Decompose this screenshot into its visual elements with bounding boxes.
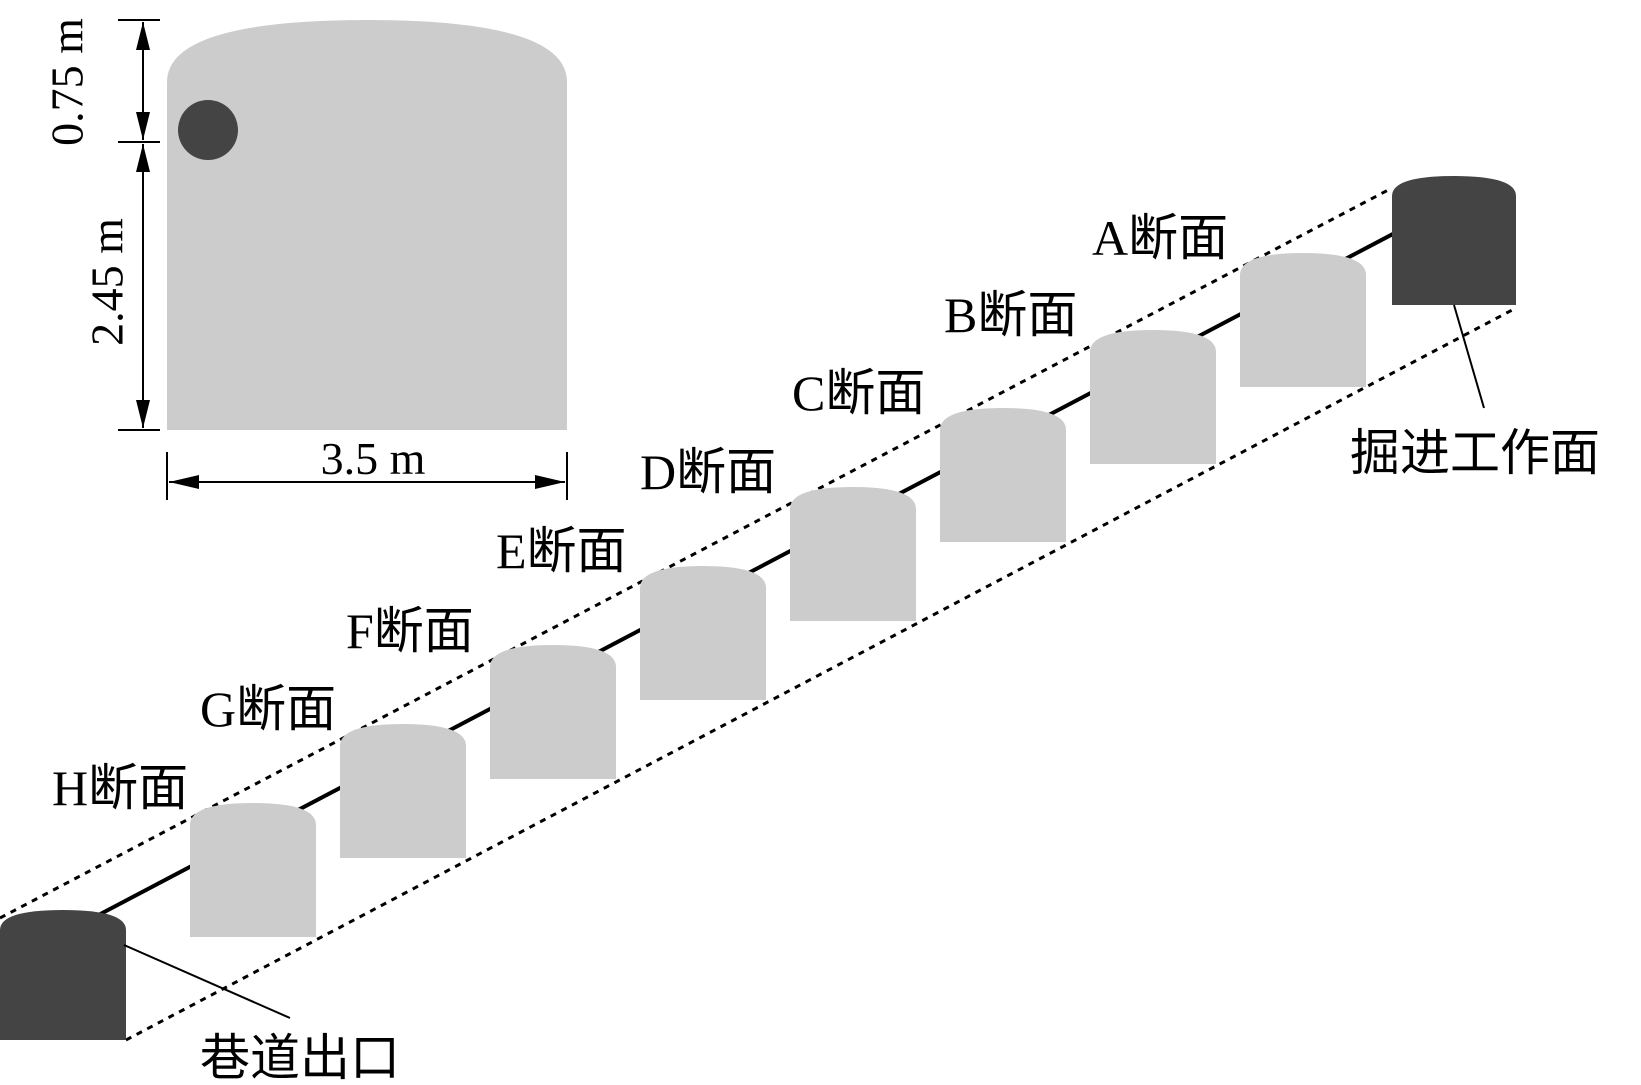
section-c-shape xyxy=(940,408,1066,542)
tunnel-edge-upper xyxy=(0,186,1393,920)
heading-face: 掘进工作面 xyxy=(1350,176,1600,481)
dim-label-width: 3.5 m xyxy=(321,433,426,484)
section-b-shape xyxy=(1090,330,1216,464)
section-f-shape xyxy=(490,645,616,779)
section-f-label: F断面 xyxy=(346,603,474,659)
section-b-label: B断面 xyxy=(944,287,1077,343)
section-g-shape xyxy=(340,724,466,858)
cross-section-detail: 0.75 m 2.45 m 3.5 m xyxy=(42,18,568,500)
section-g: G断面 xyxy=(200,681,466,858)
heading-face-leader xyxy=(1453,304,1485,409)
section-d-label: D断面 xyxy=(640,444,776,500)
cross-section-shape xyxy=(167,20,567,430)
dim-arrow-top-up xyxy=(136,22,150,50)
section-b: B断面 xyxy=(944,287,1216,464)
tunnel-exit: 巷道出口 xyxy=(0,910,400,1085)
dim-label-top: 0.75 m xyxy=(42,18,93,146)
section-a-shape xyxy=(1240,253,1366,387)
tunnel-exit-label: 巷道出口 xyxy=(200,1030,400,1085)
tunnel-exit-leader xyxy=(123,944,291,1019)
tunnel-exit-shape xyxy=(0,910,126,1040)
section-c: C断面 xyxy=(792,365,1066,542)
ventilation-duct-circle xyxy=(178,100,238,160)
section-e: E断面 xyxy=(496,523,766,700)
heading-face-label: 掘进工作面 xyxy=(1350,425,1600,481)
heading-face-shape xyxy=(1392,176,1516,305)
section-f: F断面 xyxy=(346,603,616,779)
section-h-shape xyxy=(190,803,316,937)
section-g-label: G断面 xyxy=(200,681,336,737)
section-e-label: E断面 xyxy=(496,523,627,579)
dim-label-side: 2.45 m xyxy=(82,218,133,346)
section-c-label: C断面 xyxy=(792,365,925,421)
dim-arrow-width-left xyxy=(169,475,199,489)
dim-arrow-side-down xyxy=(136,400,150,428)
section-a-label: A断面 xyxy=(1092,210,1228,266)
section-a: A断面 xyxy=(1092,210,1366,387)
dim-arrow-width-right xyxy=(535,475,565,489)
section-h: H断面 xyxy=(52,760,316,937)
section-d-shape xyxy=(790,487,916,621)
section-e-shape xyxy=(640,566,766,700)
tunnel-edge-lower xyxy=(125,306,1517,1042)
dim-arrow-top-down xyxy=(136,112,150,140)
dim-arrow-side-up xyxy=(136,144,150,172)
section-h-label: H断面 xyxy=(52,760,188,816)
section-d: D断面 xyxy=(640,444,916,621)
